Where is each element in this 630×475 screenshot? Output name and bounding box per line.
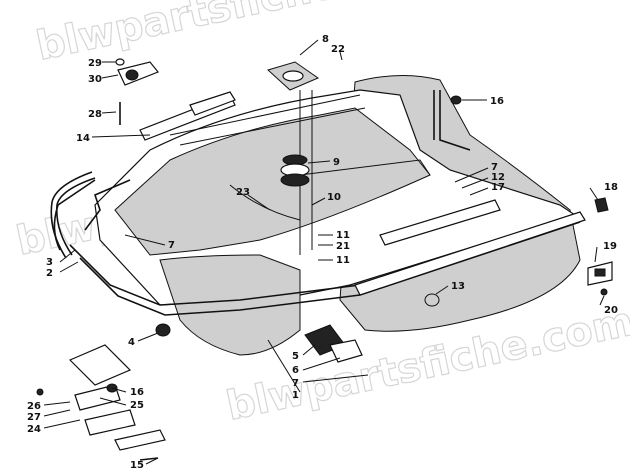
callout-11-lower: 11	[336, 255, 350, 266]
callout-23: 23	[236, 187, 250, 198]
callout-16-lower: 16	[130, 387, 144, 398]
front-bumper-tube	[55, 177, 96, 256]
boot-5-6	[304, 324, 363, 363]
side-rails	[53, 179, 586, 316]
callout-labels: 8 22 29 30 28 14 16 9 23 10 7 12 17 18 3…	[27, 34, 618, 471]
bracket-14	[139, 91, 236, 141]
callout-1: 1	[292, 390, 299, 401]
callout-30: 30	[88, 74, 102, 85]
callout-15: 15	[130, 460, 144, 471]
chassis-belly-pan	[94, 75, 581, 356]
callout-24: 24	[27, 424, 41, 435]
part-18	[594, 197, 609, 213]
callout-7-lower: 7	[292, 378, 299, 389]
taillight-19	[587, 261, 613, 296]
plug-13	[424, 293, 440, 307]
callout-3: 3	[46, 257, 53, 268]
callout-7-right: 7	[491, 162, 498, 173]
callout-11-upper: 11	[336, 230, 350, 241]
callout-29: 29	[88, 58, 102, 69]
callout-21: 21	[336, 241, 350, 252]
callout-19: 19	[603, 241, 617, 252]
hinge-bracket-assembly	[36, 344, 166, 461]
grommet-4	[155, 323, 171, 337]
callout-16-top: 16	[490, 96, 504, 107]
callout-4: 4	[128, 337, 135, 348]
callout-28: 28	[88, 109, 102, 120]
callout-17: 17	[491, 182, 505, 193]
callout-8: 8	[322, 34, 329, 45]
steering-boot	[280, 154, 310, 187]
callout-20: 20	[604, 305, 618, 316]
callout-13: 13	[451, 281, 465, 292]
callout-6: 6	[292, 365, 299, 376]
clip-29-30	[115, 58, 159, 86]
callout-26: 26	[27, 401, 41, 412]
callout-27: 27	[27, 412, 41, 423]
rod-16	[433, 90, 471, 151]
callout-2: 2	[46, 268, 53, 279]
strip-10	[379, 199, 501, 246]
callout-25: 25	[130, 400, 144, 411]
callout-12: 12	[491, 172, 505, 183]
callout-9: 9	[333, 157, 340, 168]
callout-22: 22	[331, 44, 345, 55]
callout-18: 18	[604, 182, 618, 193]
callout-14: 14	[76, 133, 90, 144]
leader-lines	[43, 39, 605, 465]
callout-10: 10	[327, 192, 341, 203]
callout-5: 5	[292, 351, 299, 362]
callout-7-left: 7	[168, 240, 175, 251]
